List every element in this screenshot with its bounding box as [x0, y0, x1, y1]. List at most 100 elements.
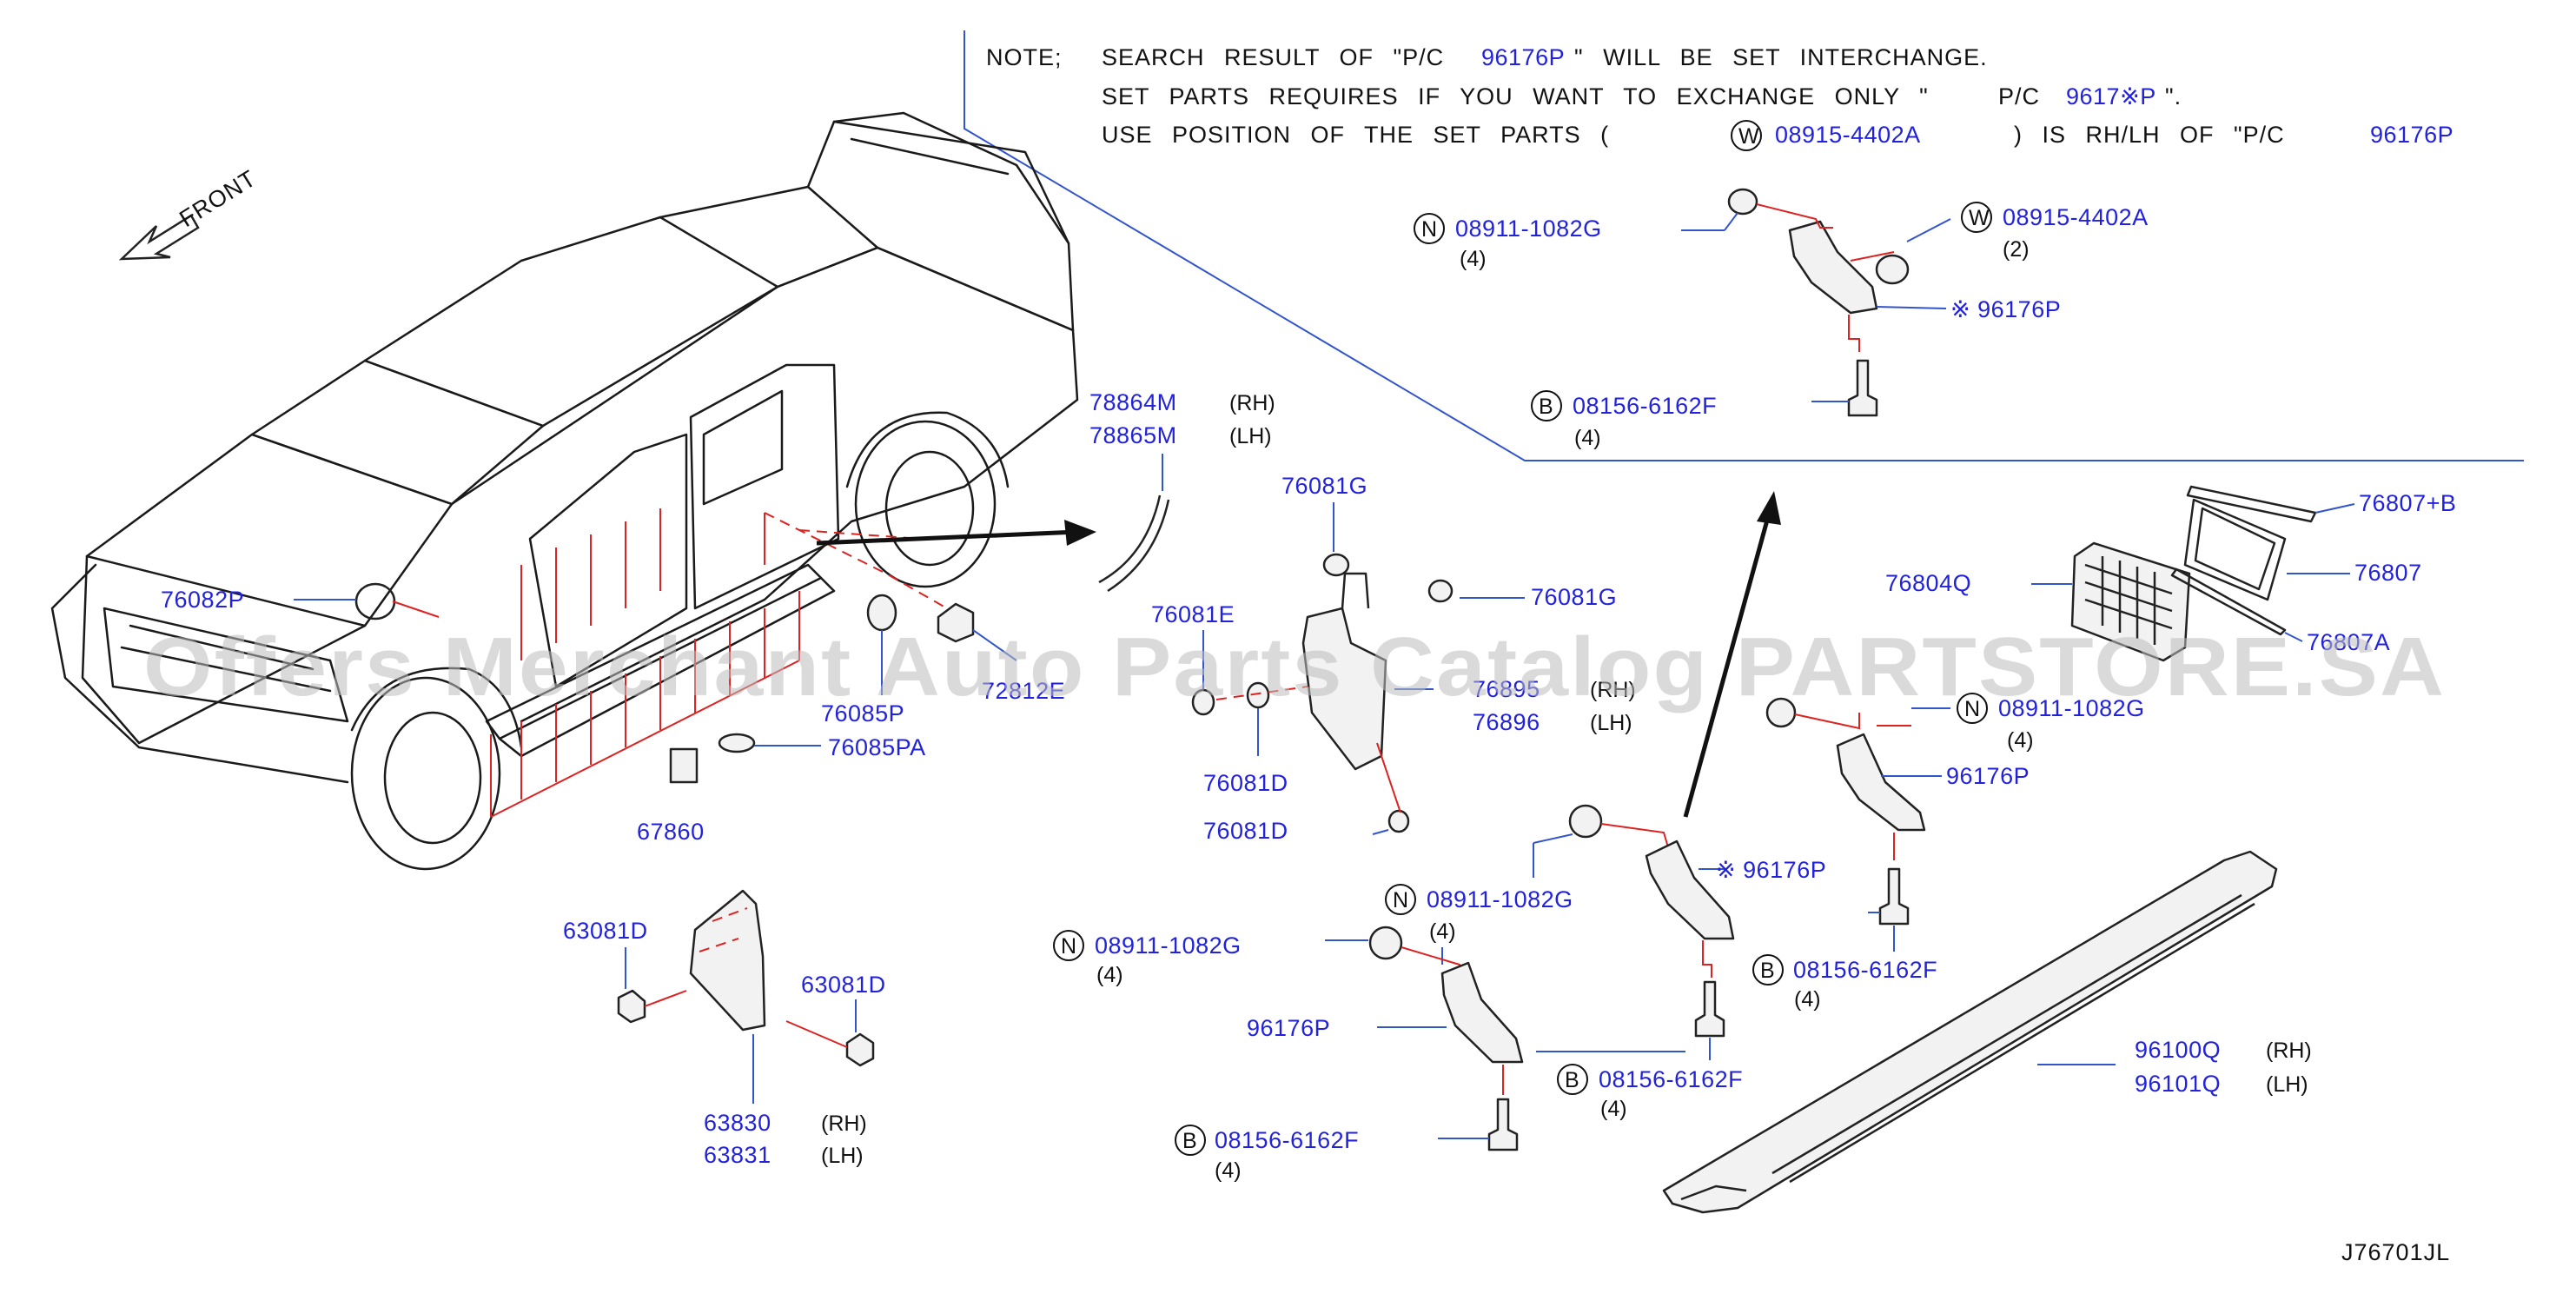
running-board-96100Q[interactable] — [1662, 850, 2278, 1214]
qty-08911-right-mid: (4) — [2007, 728, 2034, 753]
label-96101Q[interactable]: 96101Q — [2135, 1071, 2221, 1097]
nut-right-mid[interactable] — [1765, 697, 1797, 728]
b-symbol-center — [1557, 1064, 1588, 1095]
n-symbol-upper-text: N — [1421, 217, 1437, 242]
label-76895[interactable]: 76895 — [1473, 676, 1540, 702]
nut-center[interactable] — [1568, 804, 1603, 839]
clip-76081D-left[interactable] — [1246, 681, 1270, 709]
label-76081D-bottom[interactable]: 76081D — [1203, 818, 1288, 844]
qty-08915-right: (2) — [2003, 237, 2030, 262]
molding-part[interactable] — [1098, 494, 1162, 584]
truck-illustration — [50, 111, 1079, 871]
label-67860[interactable]: 67860 — [637, 819, 705, 845]
front-arrow-icon — [118, 214, 200, 261]
bolt-08156-right[interactable] — [1878, 867, 1910, 926]
label-76807[interactable]: 76807 — [2354, 560, 2422, 586]
note-line2-part[interactable]: 9617※P — [2066, 83, 2156, 109]
label-78865M[interactable]: 78865M — [1089, 422, 1177, 448]
label-76082P[interactable]: 76082P — [161, 587, 244, 613]
label-96176P-center[interactable]: ※ 96176P — [1716, 857, 1826, 883]
clip-76081G-right[interactable] — [1427, 579, 1454, 603]
qty-08156-left: (4) — [1215, 1158, 1242, 1183]
label-76804Q[interactable]: 76804Q — [1885, 570, 1971, 596]
label-08156-right[interactable]: 08156-6162F — [1793, 957, 1937, 983]
bolt-08156-upper[interactable] — [1847, 359, 1878, 417]
label-08911-upper[interactable]: 08911-1082G — [1455, 216, 1602, 242]
bolt-08156-left[interactable] — [1487, 1098, 1519, 1151]
bracket-96176P-right[interactable] — [1836, 733, 1926, 832]
label-76081G-right[interactable]: 76081G — [1531, 584, 1617, 610]
note-line1-prefix: SEARCH RESULT OF "P/C — [1102, 44, 1444, 70]
note-line1-part[interactable]: 96176P — [1481, 44, 1565, 70]
note-line2-suffix: ". — [2165, 83, 2182, 109]
label-08156-left[interactable]: 08156-6162F — [1215, 1127, 1359, 1153]
label-08156-center[interactable]: 08156-6162F — [1599, 1066, 1743, 1092]
label-63081D-left[interactable]: 63081D — [563, 918, 648, 944]
clip-76081E[interactable] — [1191, 688, 1215, 716]
label-08911-right-mid[interactable]: 08911-1082G — [1998, 695, 2145, 721]
note-line1-suffix: " WILL BE SET INTERCHANGE. — [1574, 44, 1988, 70]
clip-76081G-top[interactable] — [1322, 553, 1350, 577]
label-72812E[interactable]: 72812E — [982, 678, 1065, 704]
label-63830[interactable]: 63830 — [704, 1110, 771, 1136]
b-symbol-left — [1175, 1125, 1206, 1156]
pad-67860[interactable] — [669, 747, 699, 784]
strip-76807A[interactable] — [2170, 567, 2287, 636]
washer-08915-right[interactable] — [1875, 254, 1910, 285]
qty-08156-right: (4) — [1794, 987, 1821, 1012]
label-76807B[interactable]: 76807+B — [2359, 490, 2456, 516]
n-symbol-right-mid-text: N — [1964, 697, 1980, 721]
label-96176P-left[interactable]: 96176P — [1247, 1015, 1330, 1041]
note-box-border — [964, 30, 2524, 461]
label-76807A[interactable]: 76807A — [2307, 629, 2390, 655]
interchange-note: NOTE; SEARCH RESULT OF "P/C 96176P " WIL… — [986, 44, 2453, 151]
n-symbol-right-mid — [1957, 693, 1988, 724]
clip-72812E[interactable] — [937, 602, 975, 643]
label-76085PA[interactable]: 76085PA — [828, 734, 926, 760]
w-symbol-right-text: W — [1969, 206, 1990, 230]
bracket-96176P-left[interactable] — [1440, 961, 1524, 1064]
grommet-76085PA[interactable] — [718, 733, 756, 753]
frame-76807[interactable] — [2183, 498, 2287, 601]
nut-left[interactable] — [1368, 926, 1403, 960]
qty-08911-upper: (4) — [1460, 247, 1487, 271]
bracket-96176P-center[interactable] — [1645, 839, 1735, 940]
mudflap-63830[interactable] — [689, 889, 766, 1032]
bolt-08156-center[interactable] — [1694, 980, 1725, 1038]
w-symbol-circle — [1731, 120, 1762, 151]
label-63831[interactable]: 63831 — [704, 1142, 771, 1168]
note-line3-symbol: W — [1738, 124, 1759, 149]
label-76895-side: (RH) — [1590, 678, 1636, 702]
label-08156-upper[interactable]: 08156-6162F — [1573, 393, 1717, 419]
label-76081E[interactable]: 76081E — [1151, 601, 1235, 627]
label-08911-left[interactable]: 08911-1082G — [1095, 932, 1242, 959]
label-76081G-top[interactable]: 76081G — [1281, 473, 1367, 499]
label-63081D-right[interactable]: 63081D — [801, 972, 886, 998]
label-96176P-right[interactable]: 96176P — [1946, 763, 2030, 789]
watermark: Offers Merchant Auto Parts Catalog PARTS… — [143, 620, 2446, 713]
label-96176P-upper[interactable]: ※ 96176P — [1950, 296, 2061, 322]
emblem-part[interactable] — [354, 582, 396, 620]
screw-63081D-right[interactable] — [845, 1032, 875, 1067]
label-63830-side: (RH) — [821, 1112, 867, 1136]
bracket-96176P-upper[interactable] — [1788, 220, 1878, 315]
label-96100Q[interactable]: 96100Q — [2135, 1037, 2221, 1063]
note-line3-part2[interactable]: 96176P — [2370, 122, 2453, 148]
label-76896[interactable]: 76896 — [1473, 709, 1540, 735]
note-line3-part[interactable]: 08915-4402A — [1775, 122, 1921, 148]
label-78864M[interactable]: 78864M — [1089, 389, 1177, 415]
qty-08911-center: (4) — [1429, 919, 1456, 944]
screw-63081D-left[interactable] — [617, 989, 646, 1024]
label-76085P[interactable]: 76085P — [821, 700, 904, 727]
nut-upper[interactable] — [1727, 188, 1758, 216]
label-08911-center[interactable]: 08911-1082G — [1427, 886, 1573, 912]
label-08915-right[interactable]: 08915-4402A — [2003, 204, 2149, 230]
label-63831-side: (LH) — [821, 1144, 864, 1168]
note-line3-mid: ) IS RH/LH OF "P/C — [2014, 122, 2285, 148]
b-symbol-upper — [1531, 390, 1562, 421]
note-line3-prefix: USE POSITION OF THE SET PARTS ( — [1102, 122, 1609, 148]
clip-76081D-bottom[interactable] — [1387, 809, 1410, 833]
seal-76807B[interactable] — [2186, 485, 2317, 523]
label-76081D-left[interactable]: 76081D — [1203, 770, 1288, 796]
